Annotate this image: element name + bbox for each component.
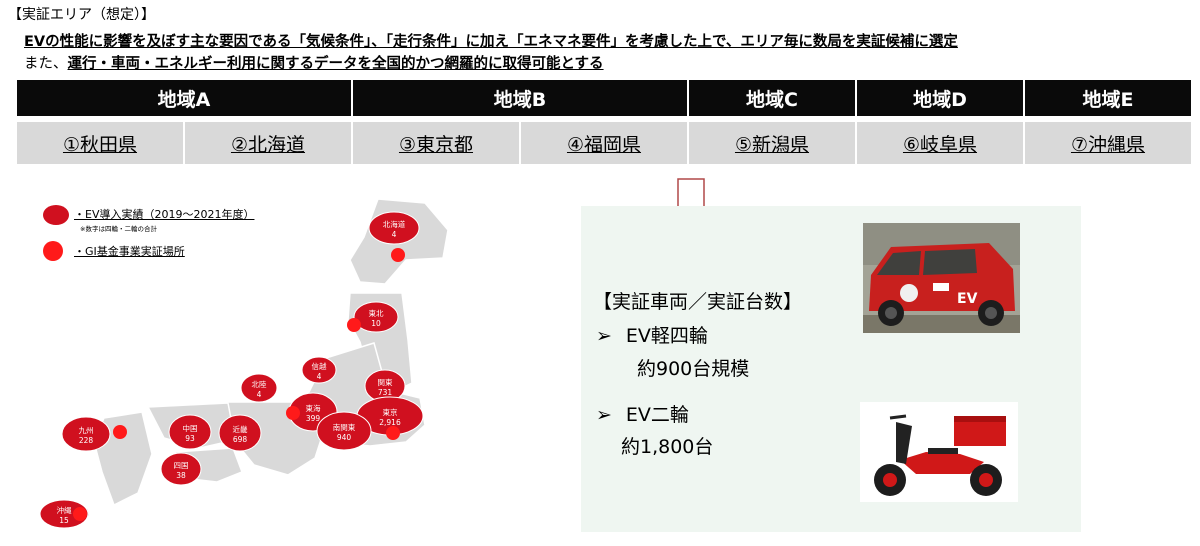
prefecture-niigata[interactable]: ⑤新潟県 bbox=[689, 122, 855, 164]
gi-marker-0 bbox=[391, 248, 405, 262]
gi-marker-5 bbox=[73, 507, 87, 521]
bubble-value-label: 15 bbox=[59, 516, 69, 525]
gi-marker-1 bbox=[347, 318, 361, 332]
bubble-value-label: 93 bbox=[185, 434, 195, 443]
summary-line-2-bold: 運行・車両・エネルギー利用に関するデータを全国的かつ網羅的に取得可能とする bbox=[67, 56, 604, 72]
bubble-9 bbox=[168, 414, 212, 450]
spec-item-1-name: EV軽四輪 bbox=[625, 325, 708, 347]
spec-item-1-value: 約900台規模 bbox=[637, 358, 750, 380]
spec-title: 【実証車両／実証台数】 bbox=[593, 291, 803, 313]
japan-map: 北海道4東北10信越4関東731北陸4東海399東京2,916南関東940近畿6… bbox=[39, 198, 449, 529]
bubble-region-label: 北海道 bbox=[383, 219, 406, 229]
bubble-1 bbox=[353, 301, 399, 333]
bubble-8 bbox=[218, 414, 262, 452]
bubble-region-label: 九州 bbox=[79, 426, 94, 435]
legend-bubble-icon bbox=[43, 205, 69, 225]
bubble-4 bbox=[240, 373, 278, 403]
bubble-value-label: 4 bbox=[392, 230, 397, 239]
bubble-region-label: 東海 bbox=[306, 403, 321, 413]
bubble-region-label: 東京 bbox=[383, 407, 398, 417]
spec-item-1: ➢ EV軽四輪 bbox=[596, 321, 708, 348]
prefecture-okinawa[interactable]: ⑦沖縄県 bbox=[1025, 122, 1191, 164]
summary-line-2: また、運行・車両・エネルギー利用に関するデータを全国的かつ網羅的に取得可能とする bbox=[24, 52, 604, 73]
region-header-c: 地域C bbox=[689, 80, 855, 116]
bubble-value-label: 4 bbox=[317, 372, 322, 381]
bubble-region-label: 信越 bbox=[312, 361, 327, 371]
prefecture-tokyo[interactable]: ③東京都 bbox=[353, 122, 519, 164]
bubble-region-label: 近畿 bbox=[233, 424, 248, 434]
bubble-region-label: 南関東 bbox=[333, 422, 356, 432]
bubble-region-label: 北陸 bbox=[252, 379, 267, 389]
bubble-12 bbox=[39, 499, 89, 529]
prefecture-fukuoka[interactable]: ④福岡県 bbox=[521, 122, 687, 164]
bubble-7 bbox=[316, 411, 372, 451]
spec-item-2-value: 約1,800台 bbox=[621, 436, 714, 458]
bubble-value-label: 10 bbox=[371, 319, 381, 328]
bubble-region-label: 東北 bbox=[369, 308, 384, 318]
bubble-region-label: 中国 bbox=[183, 423, 198, 433]
prefecture-akita[interactable]: ①秋田県 bbox=[17, 122, 183, 164]
region-header-a: 地域A bbox=[17, 80, 351, 116]
prefecture-gifu[interactable]: ⑥岐阜県 bbox=[857, 122, 1023, 164]
summary-line-2-prefix: また、 bbox=[24, 56, 68, 72]
bubble-region-label: 沖縄 bbox=[57, 505, 72, 515]
region-header-e: 地域E bbox=[1025, 80, 1191, 116]
ev-bubbles: 北海道4東北10信越4関東731北陸4東海399東京2,916南関東940近畿6… bbox=[39, 211, 424, 529]
bubble-11 bbox=[160, 452, 202, 486]
legend-marker-icon bbox=[43, 241, 63, 261]
gi-marker-4 bbox=[386, 426, 400, 440]
gi-markers bbox=[73, 248, 405, 521]
legend-gi-label: ・GI基金事業実証場所 bbox=[74, 245, 185, 258]
van-ev-badge: EV bbox=[957, 291, 978, 307]
bubble-10 bbox=[61, 416, 111, 452]
bullet-icon: ➢ bbox=[596, 325, 612, 347]
legend-ev-note: ※数字は四輪・二輪の合計 bbox=[80, 225, 157, 233]
prefecture-hokkaido[interactable]: ②北海道 bbox=[185, 122, 351, 164]
section-title: 【実証エリア（想定）】 bbox=[8, 7, 155, 23]
bubble-value-label: 698 bbox=[233, 435, 248, 444]
ev-van-photo: EV bbox=[863, 223, 1020, 333]
gi-marker-2 bbox=[286, 406, 300, 420]
ev-scooter-photo bbox=[860, 402, 1018, 502]
bubble-0 bbox=[368, 211, 420, 245]
spec-item-2: ➢ EV二輪 bbox=[596, 400, 689, 427]
region-header-d: 地域D bbox=[857, 80, 1023, 116]
bullet-icon: ➢ bbox=[596, 404, 612, 426]
bubble-region-label: 四国 bbox=[174, 461, 189, 470]
bubble-value-label: 4 bbox=[257, 390, 262, 399]
region-header-b: 地域B bbox=[353, 80, 687, 116]
bubble-value-label: 2,916 bbox=[379, 418, 401, 427]
gi-marker-3 bbox=[113, 425, 127, 439]
bubble-region-label: 関東 bbox=[378, 377, 393, 387]
bubble-value-label: 38 bbox=[176, 471, 186, 480]
bubble-value-label: 228 bbox=[79, 436, 94, 445]
bubble-2 bbox=[301, 356, 337, 384]
legend-ev-label: ・EV導入実績（2019～2021年度） bbox=[74, 208, 255, 221]
bubble-value-label: 399 bbox=[306, 414, 321, 423]
summary-line-1: EVの性能に影響を及ぼす主な要因である「気候条件」、「走行条件」に加え「エネマネ… bbox=[24, 34, 958, 50]
bubble-value-label: 731 bbox=[378, 388, 393, 397]
bubble-value-label: 940 bbox=[337, 433, 352, 442]
spec-item-2-name: EV二輪 bbox=[625, 404, 689, 426]
